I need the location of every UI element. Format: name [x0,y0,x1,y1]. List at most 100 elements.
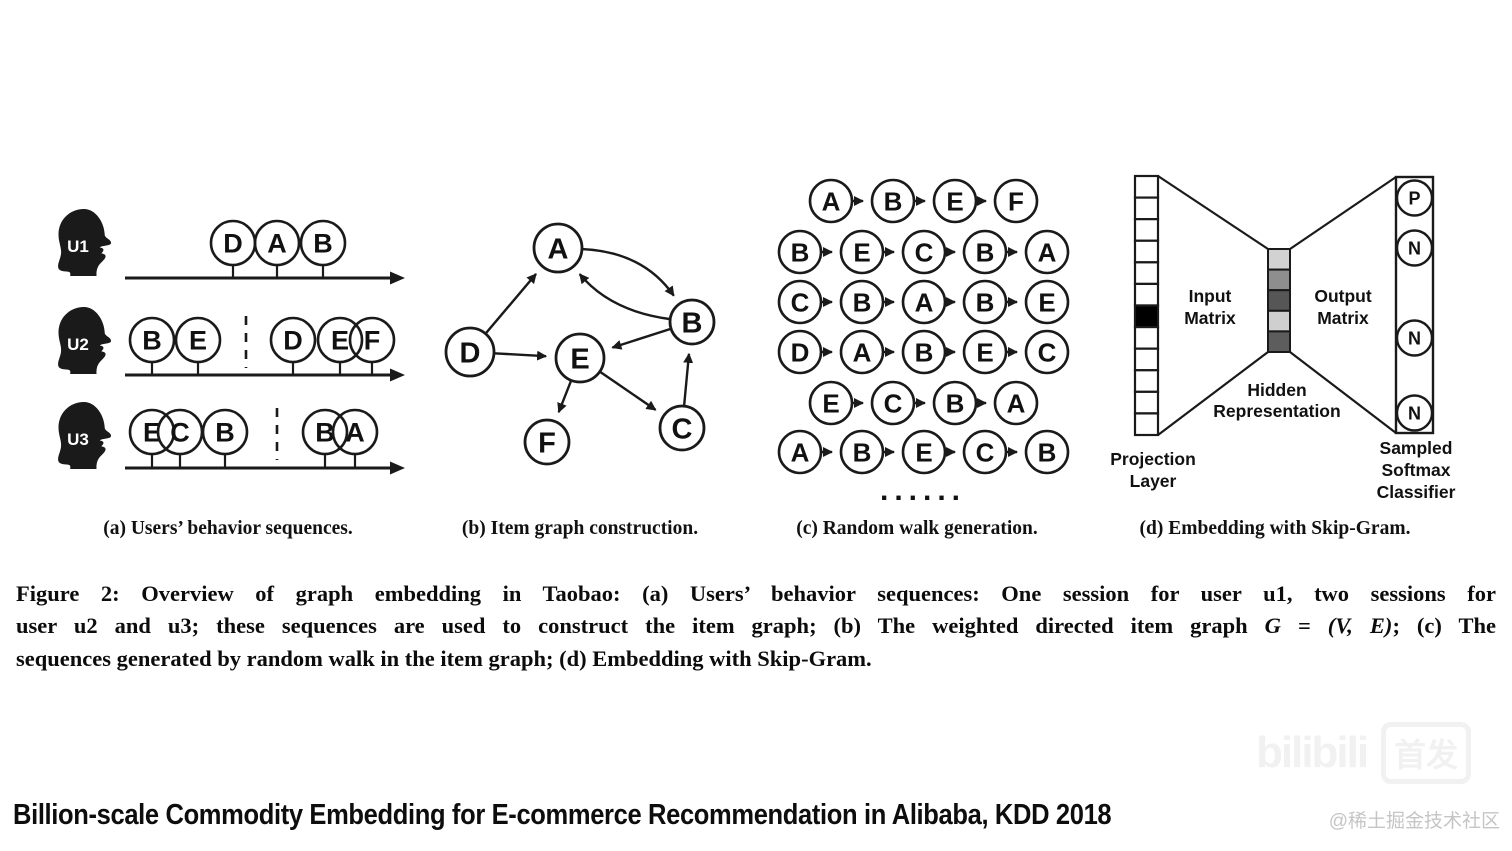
walk-node [870,178,916,224]
walk-letter: A [1038,237,1057,267]
walk-letter: C [884,388,903,418]
walk-node [870,380,916,426]
classifier-letter: N [1408,403,1421,423]
item-circle [316,316,364,364]
bilibili-logo-text: bilibili [1256,728,1369,777]
walk-node [901,279,947,325]
user-head-icon [58,209,112,276]
walk-letter: E [946,186,963,216]
walk-node [839,429,885,475]
walk-letter: B [884,186,903,216]
walk-node [1024,279,1070,325]
walk-letter: B [915,337,934,367]
walk-node [1024,329,1070,375]
paper-title: Billion-scale Commodity Embedding for E-… [13,799,1112,831]
graph-node-letter: D [460,337,481,369]
walk-letter: E [915,437,932,467]
edge-E-C [599,370,657,411]
walk-letter: C [915,237,934,267]
item-letter: B [142,326,162,356]
walk-node [901,429,947,475]
walk-letter: C [976,437,995,467]
walk-node [1024,229,1070,275]
walk-letter: B [976,287,995,317]
projection-layer-label: Projection [1110,449,1196,469]
classifier-node-N [1395,394,1434,432]
walk-node [777,229,823,275]
classifier-node-N [1395,229,1434,267]
walk-letter: A [791,437,810,467]
item-circle [331,408,379,456]
graph-node-letter: E [570,343,589,375]
hidden-cell [1267,268,1291,292]
item-letter: D [223,229,243,259]
item-letter: E [189,326,207,356]
bilibili-watermark: bilibili 首发 [1256,722,1472,784]
projection-cell [1133,261,1160,286]
subcaption-c: (c) Random walk generation. [796,518,1038,539]
walk-letter: B [853,437,872,467]
walk-node [962,279,1008,325]
walk-letter: A [1007,388,1026,418]
figure-caption-line3: sequences generated by random walk in th… [16,643,1496,675]
item-letter: F [364,326,381,356]
graph-node-E [554,332,606,384]
edge-A-B [581,247,675,297]
item-letter: B [313,229,333,259]
classifier-letter: N [1408,238,1421,258]
sampled-softmax-classifier-label: Softmax [1381,460,1450,480]
subcaption-d: (d) Embedding with Skip-Gram. [1139,518,1411,539]
walk-node [962,329,1008,375]
caption-text: user u2 and u3; these sequences are used… [16,613,1265,639]
hidden-cell [1267,289,1291,312]
item-letter: A [345,418,365,448]
hidden-cell [1267,330,1291,353]
edge-B-A [578,273,671,321]
projection-cell [1133,196,1160,221]
shoufa-badge: 首发 [1381,722,1472,784]
sampled-softmax-classifier-label: Classifier [1377,482,1456,502]
input-matrix-label: Matrix [1184,308,1236,328]
figure-caption: Figure 2: Overview of graph embedding in… [16,578,1496,675]
user-head-icon [58,307,112,374]
ellipsis-dots: ...... [880,474,966,507]
walk-node [901,229,947,275]
walk-letter: C [791,287,810,317]
walk-node [777,279,823,325]
projection-cell [1133,347,1160,372]
figure-caption-line2: user u2 and u3; these sequences are used… [16,610,1496,642]
timeline-arrowhead-icon [390,271,405,285]
walk-letter: A [853,337,872,367]
classifier-box [1394,175,1435,435]
hidden-cell [1267,309,1291,333]
matrix-connector-line [1289,351,1397,434]
item-circle [269,316,317,364]
classifier-letter: P [1408,188,1420,208]
walk-letter: F [1008,186,1024,216]
graph-node-C [658,404,706,452]
walk-node [901,329,947,375]
output-matrix-label: Output [1314,286,1372,306]
edge-B-E [611,327,672,350]
walk-node [839,229,885,275]
item-letter: A [267,229,287,259]
graph-node-F [523,418,571,466]
item-circle [201,408,249,456]
walk-node [962,229,1008,275]
walk-node [777,429,823,475]
matrix-connector-line [1157,351,1269,436]
graph-node-letter: B [682,307,703,339]
walk-node [839,329,885,375]
walk-letter: A [822,186,841,216]
hidden-cell [1267,248,1291,271]
